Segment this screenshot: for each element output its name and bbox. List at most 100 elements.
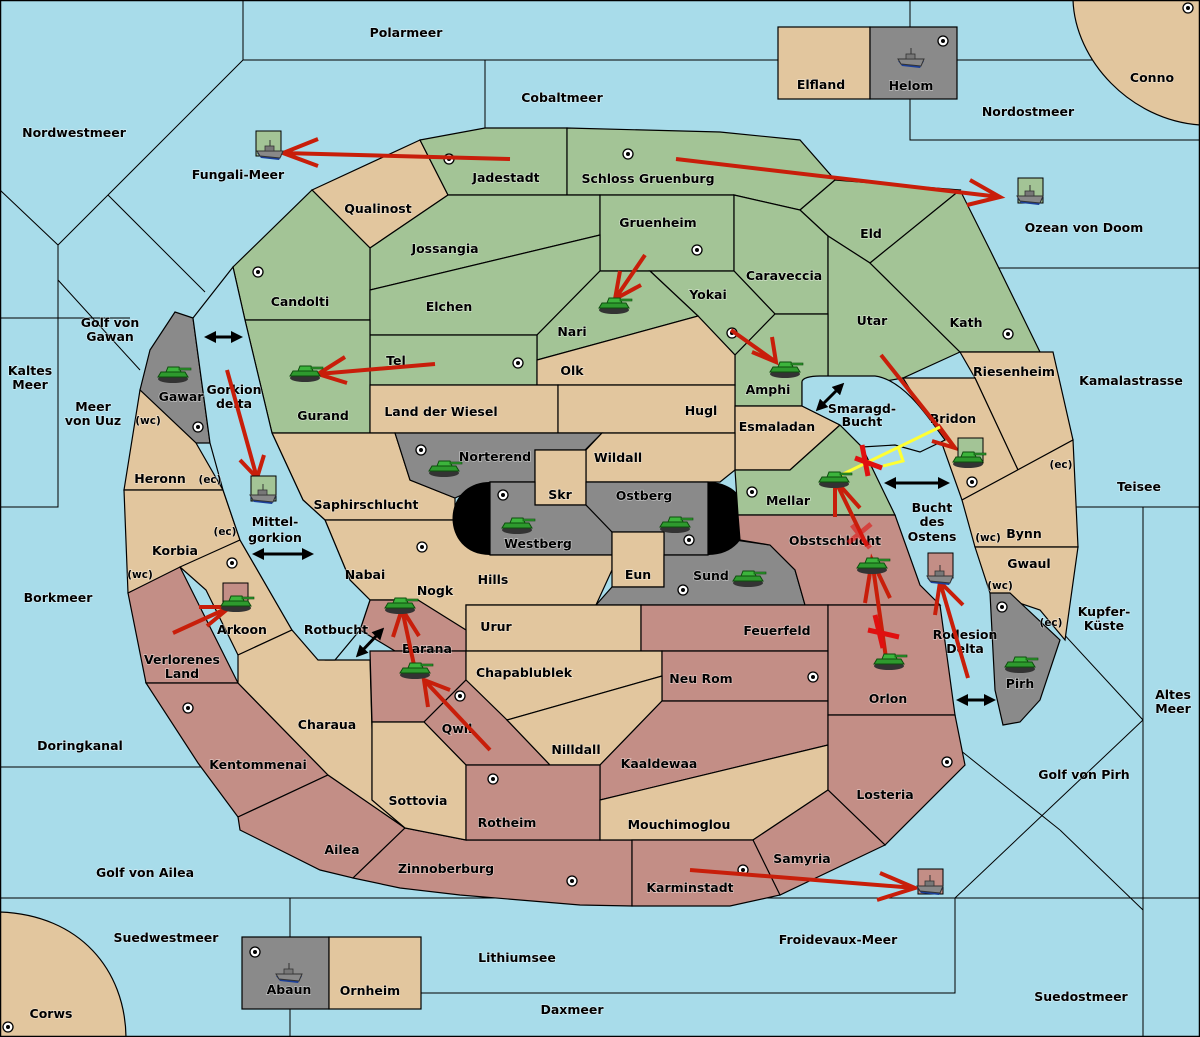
label-corws: Corws — [30, 1006, 73, 1021]
territory-corws[interactable] — [0, 911, 127, 1037]
label-neu-rom: Neu Rom — [669, 671, 732, 686]
label-mittel-2: gorkion — [248, 530, 302, 545]
move-order-arrow — [675, 157, 1006, 207]
supply-center-icon — [622, 148, 634, 160]
label-land-der-wiesel: Land der Wiesel — [384, 404, 497, 419]
label-jossangia: Jossangia — [410, 241, 478, 256]
label-altes-1: Altes — [1155, 687, 1191, 702]
label-kaltes-1: Kaltes — [8, 363, 52, 378]
label-karminstadt: Karminstadt — [646, 880, 733, 895]
label-bynn: Bynn — [1006, 526, 1041, 541]
move-order-arrow — [729, 328, 779, 366]
label-elchen: Elchen — [426, 299, 473, 314]
label-zinnoberburg: Zinnoberburg — [398, 861, 494, 876]
label-kamalastrasse: Kamalastrasse — [1079, 373, 1183, 388]
label-verlorenes-1: Verlorenes — [144, 652, 220, 667]
territory-conno[interactable] — [1072, 0, 1200, 126]
label-bucht-1: Bucht — [912, 500, 953, 515]
label-pirh: Pirh — [1006, 676, 1035, 691]
supply-center-icon — [416, 541, 428, 553]
territory-gwaul[interactable] — [974, 546, 1079, 642]
sea-gorkion-delta[interactable] — [192, 265, 371, 661]
supply-center-icon — [226, 557, 238, 569]
label-smaragd-2: Bucht — [842, 414, 883, 429]
label-cobaltmeer: Cobaltmeer — [521, 90, 603, 105]
territory-olk[interactable] — [536, 315, 736, 386]
label-samyria: Samyria — [773, 851, 831, 866]
supply-center-icon — [192, 421, 204, 433]
territory-gruenheim[interactable] — [599, 194, 735, 272]
territory-ornheim[interactable] — [328, 936, 422, 1010]
label-elfland: Elfland — [797, 77, 845, 92]
label-gurand: Gurand — [297, 408, 349, 423]
territory-skr[interactable] — [534, 449, 587, 506]
label-rodesion-2: Delta — [946, 641, 984, 656]
label-charaua: Charaua — [298, 717, 356, 732]
territory-losteria[interactable] — [827, 714, 966, 846]
label-wildall: Wildall — [594, 450, 642, 465]
supply-center-icon — [746, 486, 758, 498]
label-hugl: Hugl — [685, 403, 718, 418]
label-schloss-gruenburg: Schloss Gruenburg — [581, 171, 714, 186]
label-rodesion-1: Rodesion — [933, 627, 998, 642]
label-uuz-1: Meer — [75, 399, 111, 414]
label-coast-korbia-ec: (ec) — [214, 526, 237, 538]
label-rotbucht: Rotbucht — [304, 622, 368, 637]
label-helom: Helom — [889, 78, 934, 93]
label-coast-gwaul-ec: (ec) — [1040, 617, 1063, 629]
label-heronn: Heronn — [134, 471, 186, 486]
supply-center-icon — [1002, 328, 1014, 340]
green-territories — [232, 127, 1074, 501]
supply-center-icon — [252, 266, 264, 278]
label-korbia: Korbia — [152, 543, 198, 558]
label-riesenheim: Riesenheim — [973, 364, 1055, 379]
label-coast-bynn-wc: (wc) — [975, 532, 1001, 544]
label-mouchimoglou: Mouchimoglou — [628, 817, 731, 832]
label-urur: Urur — [480, 619, 512, 634]
supply-center-icon — [677, 584, 689, 596]
label-nordwestmeer: Nordwestmeer — [22, 125, 127, 140]
failed-order-cross-icon — [867, 614, 900, 649]
move-order-arrow — [879, 353, 961, 452]
label-nordostmeer: Nordostmeer — [982, 104, 1075, 119]
territory-elfland[interactable] — [777, 26, 871, 100]
supply-center-icon — [1182, 2, 1194, 14]
support-order-arrow — [834, 425, 941, 480]
label-fungali-meer: Fungali-Meer — [192, 167, 285, 182]
label-kaaldewaa: Kaaldewaa — [621, 756, 698, 771]
label-daxmeer: Daxmeer — [540, 1002, 604, 1017]
territory-kath[interactable] — [869, 189, 1041, 353]
territory-eun[interactable] — [611, 531, 665, 588]
supply-center-icon — [683, 534, 695, 546]
label-amphi: Amphi — [746, 382, 791, 397]
label-qualinost: Qualinost — [344, 201, 411, 216]
label-mellar: Mellar — [766, 493, 811, 508]
label-bucht-3: Ostens — [908, 529, 957, 544]
label-losteria: Losteria — [856, 787, 913, 802]
label-gwaul: Gwaul — [1007, 556, 1050, 571]
label-suedostmeer: Suedostmeer — [1034, 989, 1128, 1004]
supply-center-icon — [497, 489, 509, 501]
supply-center-icon — [182, 702, 194, 714]
label-olk: Olk — [560, 363, 584, 378]
label-saphirschlucht: Saphirschlucht — [314, 497, 419, 512]
move-order-arrow — [689, 868, 921, 902]
canal-arrows — [204, 331, 996, 706]
label-gruenheim: Gruenheim — [619, 215, 696, 230]
label-caraveccia: Caraveccia — [746, 268, 822, 283]
label-coast-bridon-ec: (ec) — [1050, 459, 1073, 471]
label-altes-2: Meer — [1155, 701, 1191, 716]
label-feuerfeld: Feuerfeld — [743, 623, 810, 638]
supply-center-icon — [415, 444, 427, 456]
label-ostberg: Ostberg — [616, 488, 673, 503]
label-ailea: Ailea — [324, 842, 359, 857]
label-verlorenes-2: Land — [165, 666, 199, 681]
label-lithiumsee: Lithiumsee — [478, 950, 556, 965]
mountain-west — [452, 482, 490, 555]
label-abaun: Abaun — [267, 982, 312, 997]
label-gorkion-2: delta — [216, 396, 252, 411]
supply-center-icon — [512, 357, 524, 369]
failed-order-cross-icon — [846, 522, 873, 550]
label-nogk: Nogk — [417, 583, 454, 598]
